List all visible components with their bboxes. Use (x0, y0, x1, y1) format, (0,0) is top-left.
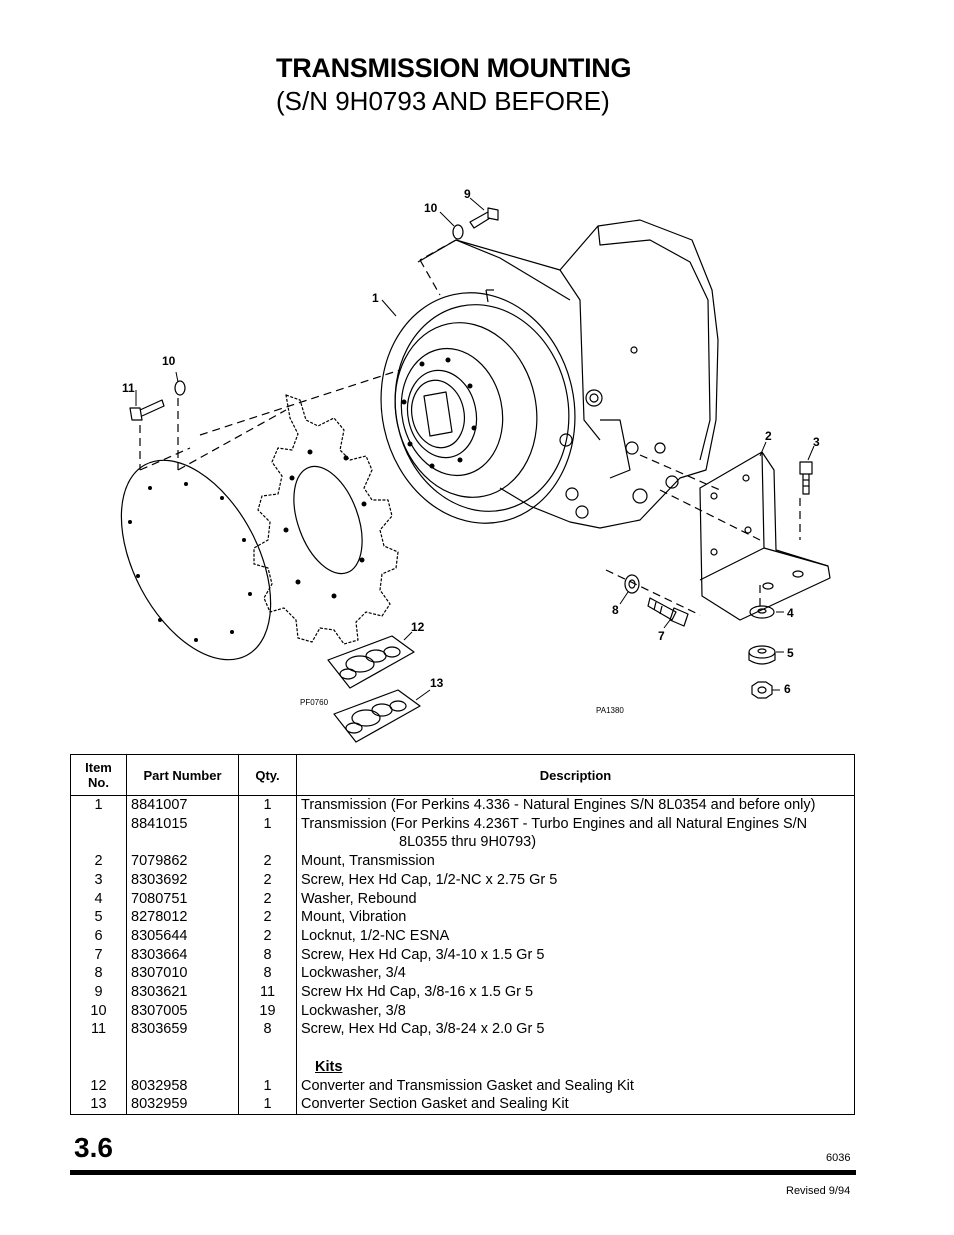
page-title: TRANSMISSION MOUNTING (S/N 9H0793 AND BE… (276, 52, 632, 118)
callout-11: 11 (122, 381, 135, 395)
callout-8: 8 (612, 603, 619, 617)
callout-9: 9 (464, 187, 471, 201)
ref-code-right: PA1380 (596, 706, 624, 715)
bolt-7 (647, 597, 689, 627)
mount-5 (748, 645, 776, 665)
table-row-kits-heading: Kits (70, 1057, 855, 1077)
header-qty: Qty. (238, 754, 297, 796)
title-main: TRANSMISSION MOUNTING (276, 53, 632, 83)
assembly-lines (139, 239, 801, 616)
doc-code: 6036 (826, 1152, 851, 1164)
callout-10-top: 10 (424, 201, 438, 215)
washer-10-left (174, 380, 186, 396)
flex-plate (120, 459, 272, 661)
drive-plate (253, 394, 399, 645)
callout-6: 6 (784, 682, 791, 696)
washer-10-top (452, 224, 464, 240)
callout-12: 12 (411, 620, 425, 634)
callout-13: 13 (430, 676, 444, 690)
page-number: 3.6 (74, 1132, 113, 1163)
header-description: Description (296, 754, 855, 796)
mount-bracket (699, 451, 831, 621)
locknut-6 (751, 681, 773, 699)
exploded-parts-diagram: 1 2 3 4 5 6 7 8 9 10 10 11 12 13 PF0760 … (120, 187, 831, 743)
ref-code-left: PF0760 (300, 698, 329, 707)
callout-2: 2 (765, 429, 772, 443)
callout-10-left: 10 (162, 354, 176, 368)
washer-8 (624, 574, 640, 594)
callout-3: 3 (813, 435, 820, 449)
callout-7: 7 (658, 629, 665, 643)
transmission-housing (380, 219, 719, 529)
gasket-kit-12 (327, 635, 415, 689)
revised-date: Revised 9/94 (786, 1185, 851, 1197)
leader-lines (135, 197, 815, 701)
washer-4 (749, 605, 775, 619)
header-part-number: Part Number (126, 754, 239, 796)
table-row-spacer (70, 1039, 855, 1058)
bolt-9 (469, 207, 499, 229)
footer-rule (70, 1170, 856, 1175)
bolt-3 (799, 461, 813, 495)
title-subtitle: (S/N 9H0793 AND BEFORE) (276, 86, 610, 116)
kits-heading: Kits (315, 1058, 343, 1075)
callout-1: 1 (372, 291, 379, 305)
bolt-11 (129, 399, 165, 421)
callout-5: 5 (787, 646, 794, 660)
table-row: 8841015 1 Transmission (For Perkins 4.23… (70, 814, 855, 853)
gasket-kit-13 (333, 689, 421, 743)
callout-labels: 1 2 3 4 5 6 7 8 9 10 10 11 12 13 PF0760 … (122, 187, 820, 715)
callout-4: 4 (787, 606, 794, 620)
